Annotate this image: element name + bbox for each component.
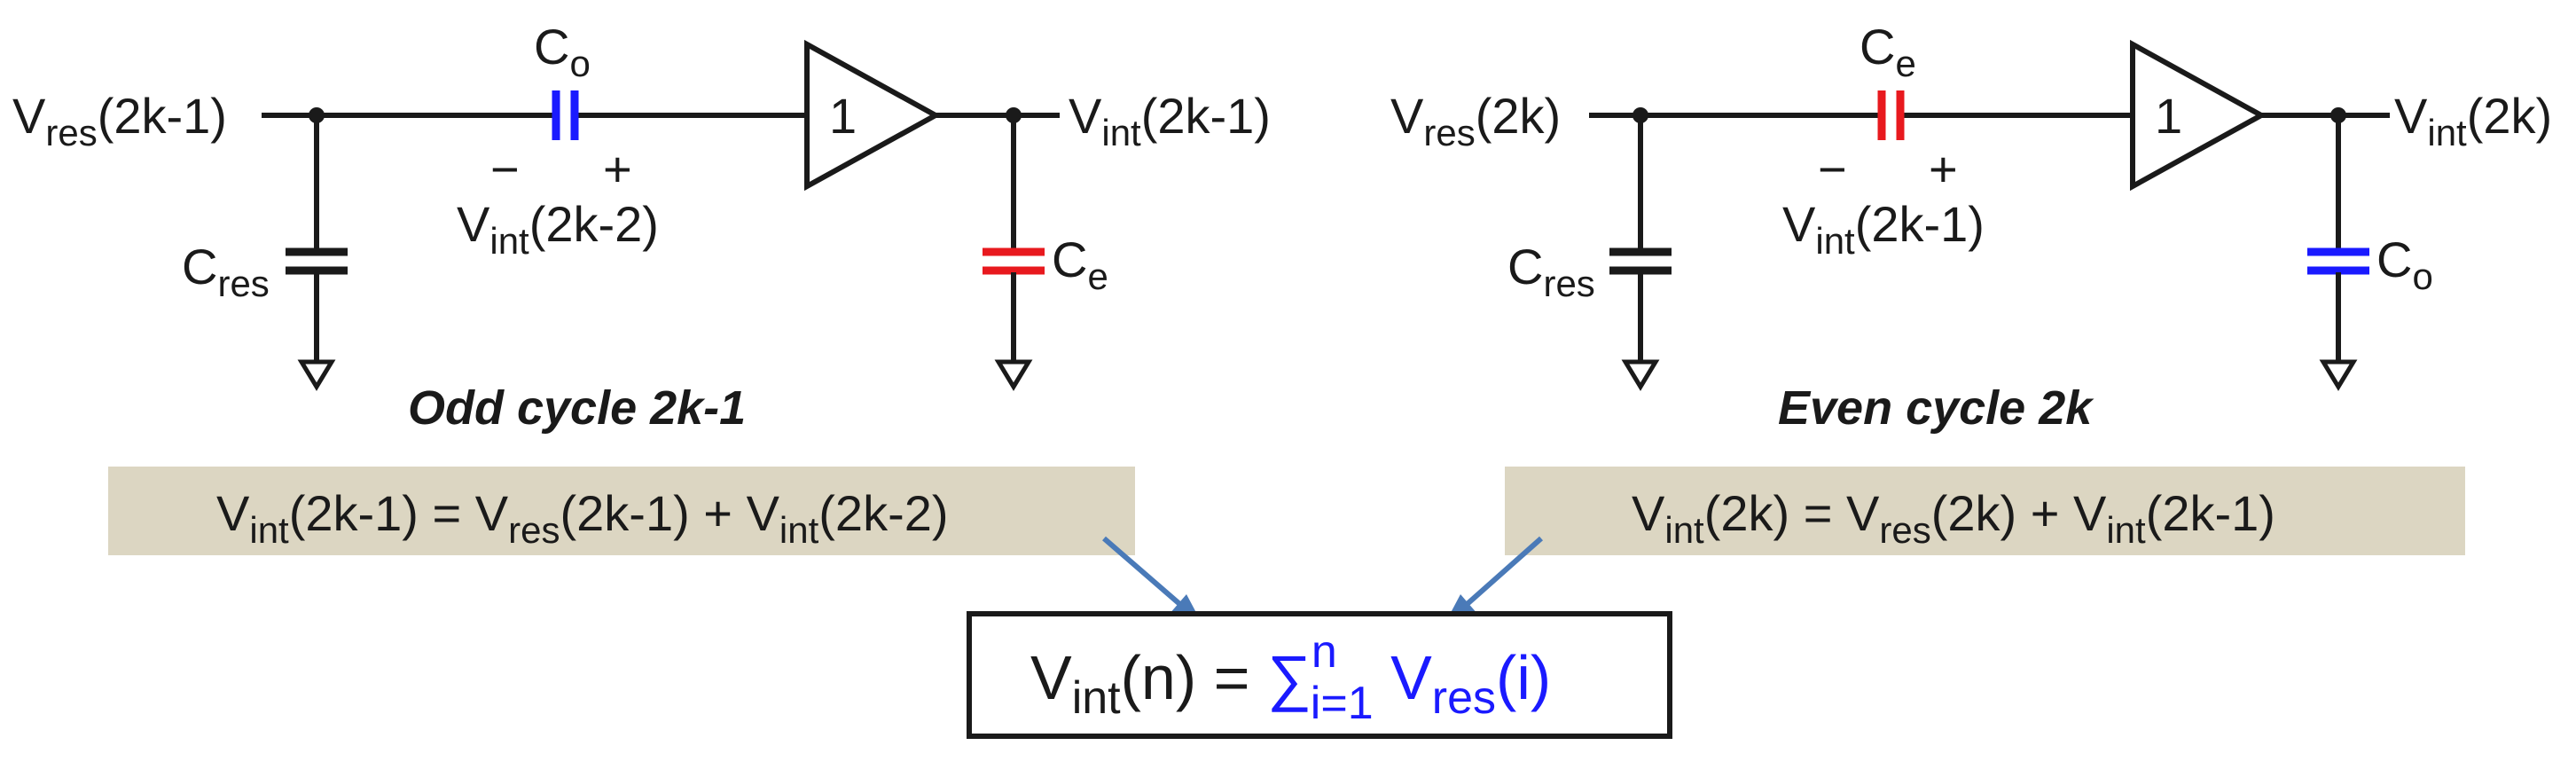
odd-cycle-caption: Odd cycle 2k-1 xyxy=(408,381,746,435)
odd-cycle-circuit: Vres(2k-1) Co − + Vint(2k-2) 1 Vint(2k-1… xyxy=(12,19,1271,435)
odd-ce-label: Ce xyxy=(1052,232,1108,297)
even-equation-box xyxy=(1505,467,2465,555)
even-co-label: Co xyxy=(2376,232,2433,297)
odd-series-cap-label: Co xyxy=(534,19,591,84)
even-minus-sign: − xyxy=(1818,141,1847,197)
even-arrow-line xyxy=(1461,536,1543,610)
even-plus-sign: + xyxy=(1929,141,1958,197)
even-cycle-caption: Even cycle 2k xyxy=(1778,381,2094,435)
even-buffer-gain: 1 xyxy=(2155,88,2182,144)
result-equation-box xyxy=(967,611,1672,739)
even-stored-voltage-label: Vint(2k-1) xyxy=(1782,196,1985,262)
even-cycle-circuit: Vres(2k) Ce − + Vint(2k-1) 1 Vint(2k) Cr… xyxy=(1390,19,2552,435)
even-co-ground-icon xyxy=(2319,359,2358,391)
odd-equation-box xyxy=(108,467,1135,555)
even-buffer-amplifier xyxy=(2130,39,2267,192)
odd-stored-voltage-label: Vint(2k-2) xyxy=(457,196,659,262)
odd-cres-ground-icon xyxy=(297,359,336,391)
odd-ce-ground-icon xyxy=(994,359,1033,391)
even-output-label: Vint(2k) xyxy=(2394,88,2552,153)
odd-plus-sign: + xyxy=(603,141,632,197)
arrows xyxy=(1102,536,1543,623)
even-cres-ground-icon xyxy=(1621,359,1660,391)
odd-input-label: Vres(2k-1) xyxy=(12,88,227,153)
even-series-cap-label: Ce xyxy=(1860,19,1916,84)
even-input-label: Vres(2k) xyxy=(1390,88,1561,153)
odd-minus-sign: − xyxy=(490,141,520,197)
odd-buffer-amplifier xyxy=(804,39,942,192)
odd-equation: Vint(2k-1) = Vres(2k-1) + Vint(2k-2) xyxy=(216,485,949,551)
even-cres-label: Cres xyxy=(1507,239,1595,304)
odd-buffer-gain: 1 xyxy=(829,88,857,144)
odd-output-label: Vint(2k-1) xyxy=(1069,88,1271,153)
even-equation: Vint(2k) = Vres(2k) + Vint(2k-1) xyxy=(1632,485,2275,551)
odd-arrow-line xyxy=(1102,536,1186,610)
odd-cres-label: Cres xyxy=(182,239,270,304)
